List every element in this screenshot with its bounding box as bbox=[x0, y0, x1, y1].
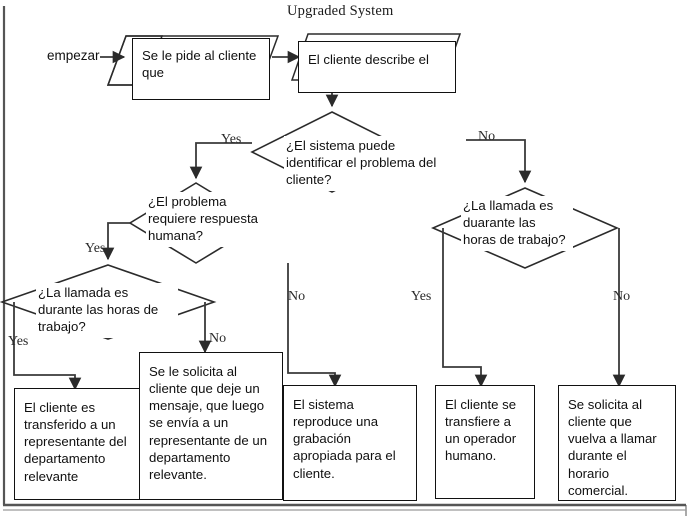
edge-d1-yes-to-d2 bbox=[189, 142, 252, 180]
edge-d2-no-to-b3 bbox=[287, 263, 342, 388]
diagram-title: Upgraded System bbox=[287, 3, 394, 19]
node-b5[interactable]: Se solicita al cliente que vuelva a llam… bbox=[558, 385, 676, 501]
start-label: empezar bbox=[47, 48, 100, 63]
edge-label-d1-no: No bbox=[478, 129, 496, 144]
edge-d3-yes-to-b1 bbox=[13, 302, 82, 391]
edge-label-d4-yes: Yes bbox=[411, 289, 432, 304]
edge-label-d3-no: No bbox=[209, 331, 227, 346]
node-n2[interactable]: El cliente describe el bbox=[298, 41, 456, 93]
node-b2[interactable]: Se le solicita al cliente que deje un me… bbox=[139, 352, 283, 500]
node-d4-label[interactable]: ¿La llamada es duarante las horas de tra… bbox=[461, 196, 573, 251]
edge-label-d2-no: No bbox=[288, 289, 306, 304]
edge-label-d2-yes: Yes bbox=[85, 241, 106, 256]
edge-d1-no-to-d4 bbox=[466, 139, 532, 184]
node-b1[interactable]: El cliente es transferido a un represent… bbox=[14, 388, 140, 500]
node-d2-label[interactable]: ¿El problema requiere respuesta humana? bbox=[146, 192, 264, 247]
node-b4[interactable]: El cliente se transfiere a un operador h… bbox=[435, 385, 535, 499]
edge-d2-yes-to-d3 bbox=[101, 222, 130, 261]
node-d1-label[interactable]: ¿El sistema puede identificar el problem… bbox=[284, 136, 450, 191]
edge-label-d3-yes: Yes bbox=[8, 334, 29, 349]
edge-label-d4-no: No bbox=[613, 289, 631, 304]
page-frame bbox=[2, 6, 687, 516]
node-b3[interactable]: El sistema reproduce una grabación aprop… bbox=[283, 385, 417, 501]
edge-d4-yes-to-b4 bbox=[442, 228, 488, 388]
node-d3-label[interactable]: ¿La llamada es durante las horas de trab… bbox=[36, 283, 178, 338]
edge-label-d1-yes: Yes bbox=[221, 132, 242, 147]
node-n1[interactable]: Se le pide al cliente que bbox=[132, 38, 270, 100]
